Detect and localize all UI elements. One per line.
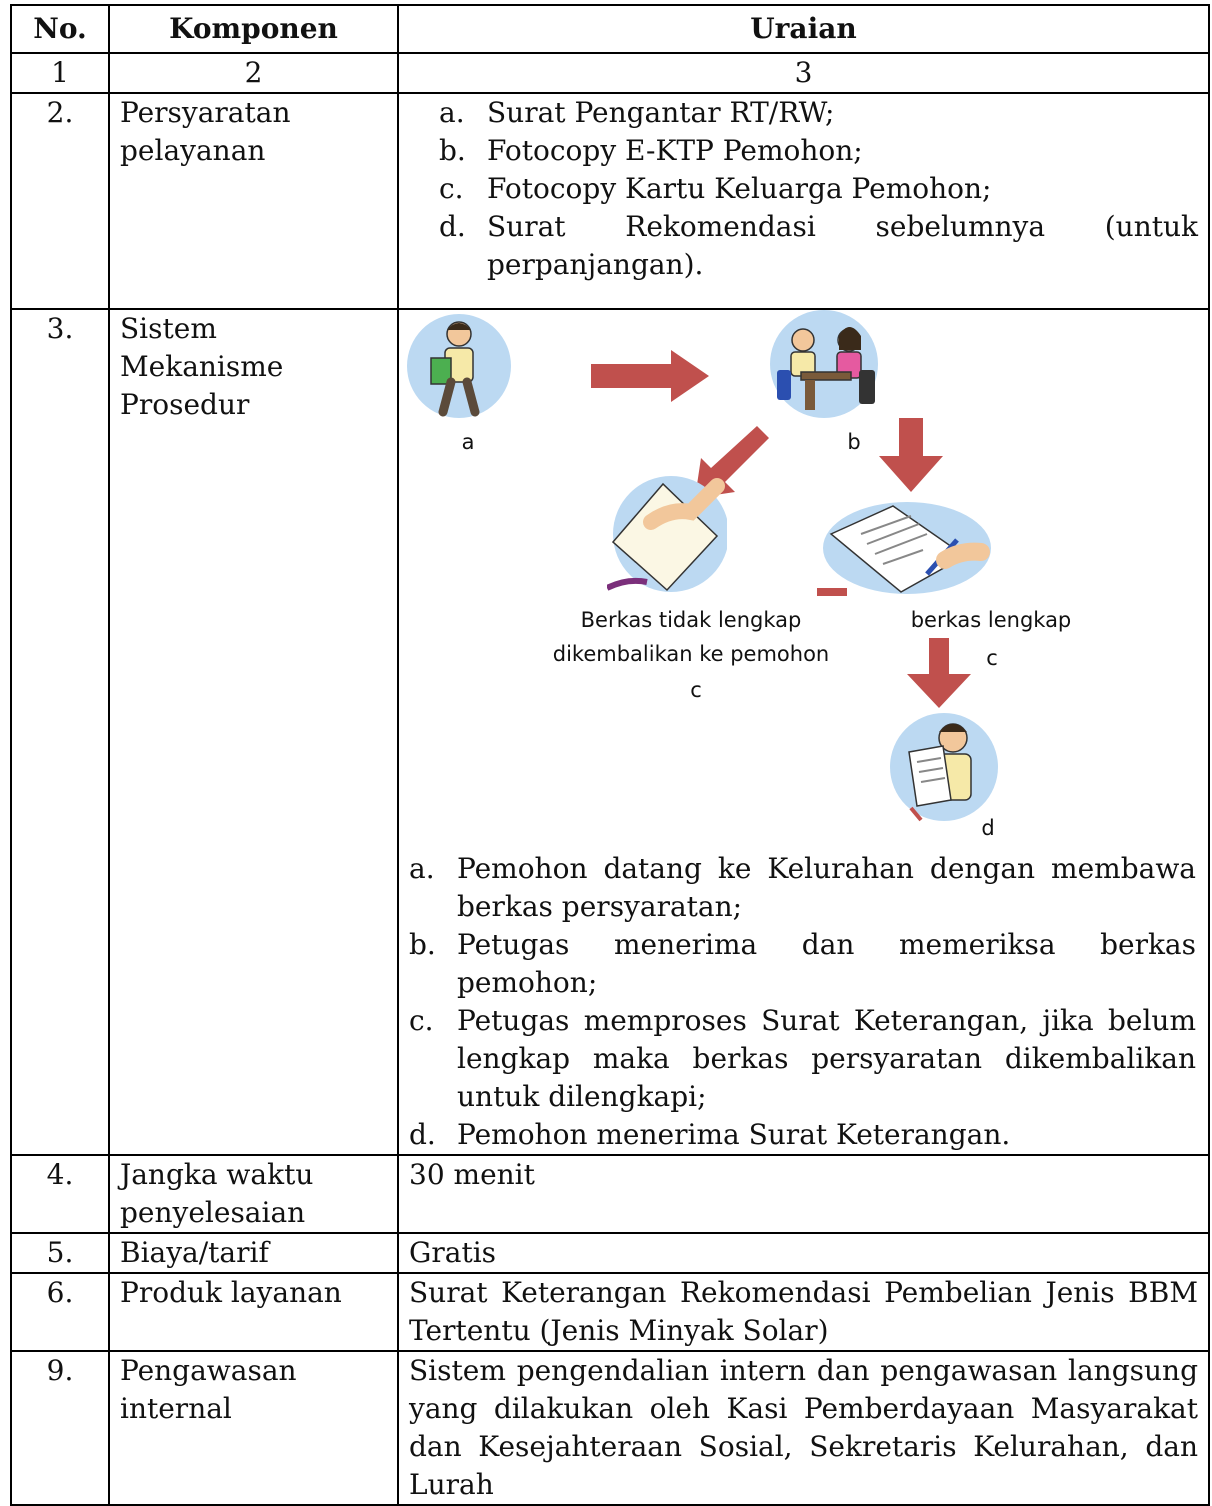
flow-label-incomplete-1: Berkas tidak lengkap: [580, 608, 802, 632]
column-index-row: 1 2 3: [10, 52, 1210, 94]
row-number: 2.: [10, 92, 110, 310]
flow-label-incomplete-2: dikembalikan ke pemohon: [552, 642, 830, 666]
row-uraian: Surat Keterangan Rekomendasi Pembelian J…: [397, 1272, 1210, 1352]
list-item: c.Petugas memproses Surat Keterangan, ji…: [409, 1004, 1196, 1113]
row-uraian: Gratis: [397, 1232, 1210, 1274]
table-row: 3. Sistem Mekanisme Prosedur a: [10, 308, 1210, 1156]
row-komponen: Sistem Mekanisme Prosedur: [108, 308, 399, 1156]
arrow-down-icon: [907, 638, 971, 708]
table-row: 6. Produk layanan Surat Keterangan Rekom…: [10, 1272, 1210, 1352]
table-row: 4. Jangka waktu penyelesaian 30 menit: [10, 1154, 1210, 1234]
index-3: 3: [397, 52, 1210, 94]
document-returned-illustration: [607, 476, 727, 592]
row-uraian: a b: [397, 308, 1210, 1156]
flow-label-d: d: [981, 816, 995, 840]
flow-label-b: b: [847, 430, 861, 454]
row-komponen: Produk layanan: [108, 1272, 399, 1352]
index-1: 1: [10, 52, 110, 94]
row-uraian: 30 menit: [397, 1154, 1210, 1234]
row-komponen: Persyaratan pelayanan: [108, 92, 399, 310]
list-item: a.Surat Pengantar RT/RW;: [439, 96, 835, 129]
header-no: No.: [10, 4, 110, 54]
table-header-row: No. Komponen Uraian: [10, 4, 1210, 54]
flow-label-complete-c: c: [986, 646, 998, 670]
index-2: 2: [108, 52, 399, 94]
document-signing-illustration: [817, 502, 991, 596]
list-item: b.Fotocopy E-KTP Pemohon;: [439, 134, 863, 167]
row-number: 4.: [10, 1154, 110, 1234]
officer-desk-illustration: [770, 310, 878, 418]
requirements-list: a.Surat Pengantar RT/RW; b.Fotocopy E-KT…: [439, 94, 1198, 284]
list-item: d.Surat Rekomendasi sebelumnya (untuk pe…: [439, 210, 1198, 281]
arrow-down-icon: [879, 418, 943, 492]
row-number: 3.: [10, 308, 110, 1156]
procedure-flowchart: a b: [401, 310, 1191, 850]
table-row: 2. Persyaratan pelayanan a.Surat Pengant…: [10, 92, 1210, 310]
row-komponen: Pengawasan internal: [108, 1350, 399, 1506]
row-number: 5.: [10, 1232, 110, 1274]
list-item: c.Fotocopy Kartu Keluarga Pemohon;: [439, 172, 992, 205]
list-item: b.Petugas menerima dan memeriksa berkas …: [409, 928, 1196, 999]
procedure-steps-list: a.Pemohon datang ke Kelurahan dengan mem…: [409, 850, 1196, 1154]
table-row: 5. Biaya/tarif Gratis: [10, 1232, 1210, 1274]
row-komponen: Jangka waktu penyelesaian: [108, 1154, 399, 1234]
row-number: 6.: [10, 1272, 110, 1352]
table-row: 9. Pengawasan internal Sistem pengendali…: [10, 1350, 1210, 1506]
arrow-right-icon: [591, 350, 709, 402]
row-komponen: Biaya/tarif: [108, 1232, 399, 1274]
list-item: a.Pemohon datang ke Kelurahan dengan mem…: [409, 852, 1196, 923]
applicant-walking-illustration: [407, 314, 511, 418]
flow-label-incomplete-c: c: [690, 678, 702, 702]
applicant-receiving-letter-illustration: [890, 713, 998, 822]
row-uraian: a.Surat Pengantar RT/RW; b.Fotocopy E-KT…: [397, 92, 1210, 310]
header-komponen: Komponen: [108, 4, 399, 54]
row-number: 9.: [10, 1350, 110, 1506]
row-uraian: Sistem pengendalian intern dan pengawasa…: [397, 1350, 1210, 1506]
flow-label-complete: berkas lengkap: [910, 608, 1072, 632]
flow-label-a: a: [461, 430, 475, 454]
service-standard-table: No. Komponen Uraian 1 2 3 2. Persyaratan…: [10, 4, 1210, 1506]
list-item: d.Pemohon menerima Surat Keterangan.: [409, 1118, 1011, 1151]
header-uraian: Uraian: [397, 4, 1210, 54]
